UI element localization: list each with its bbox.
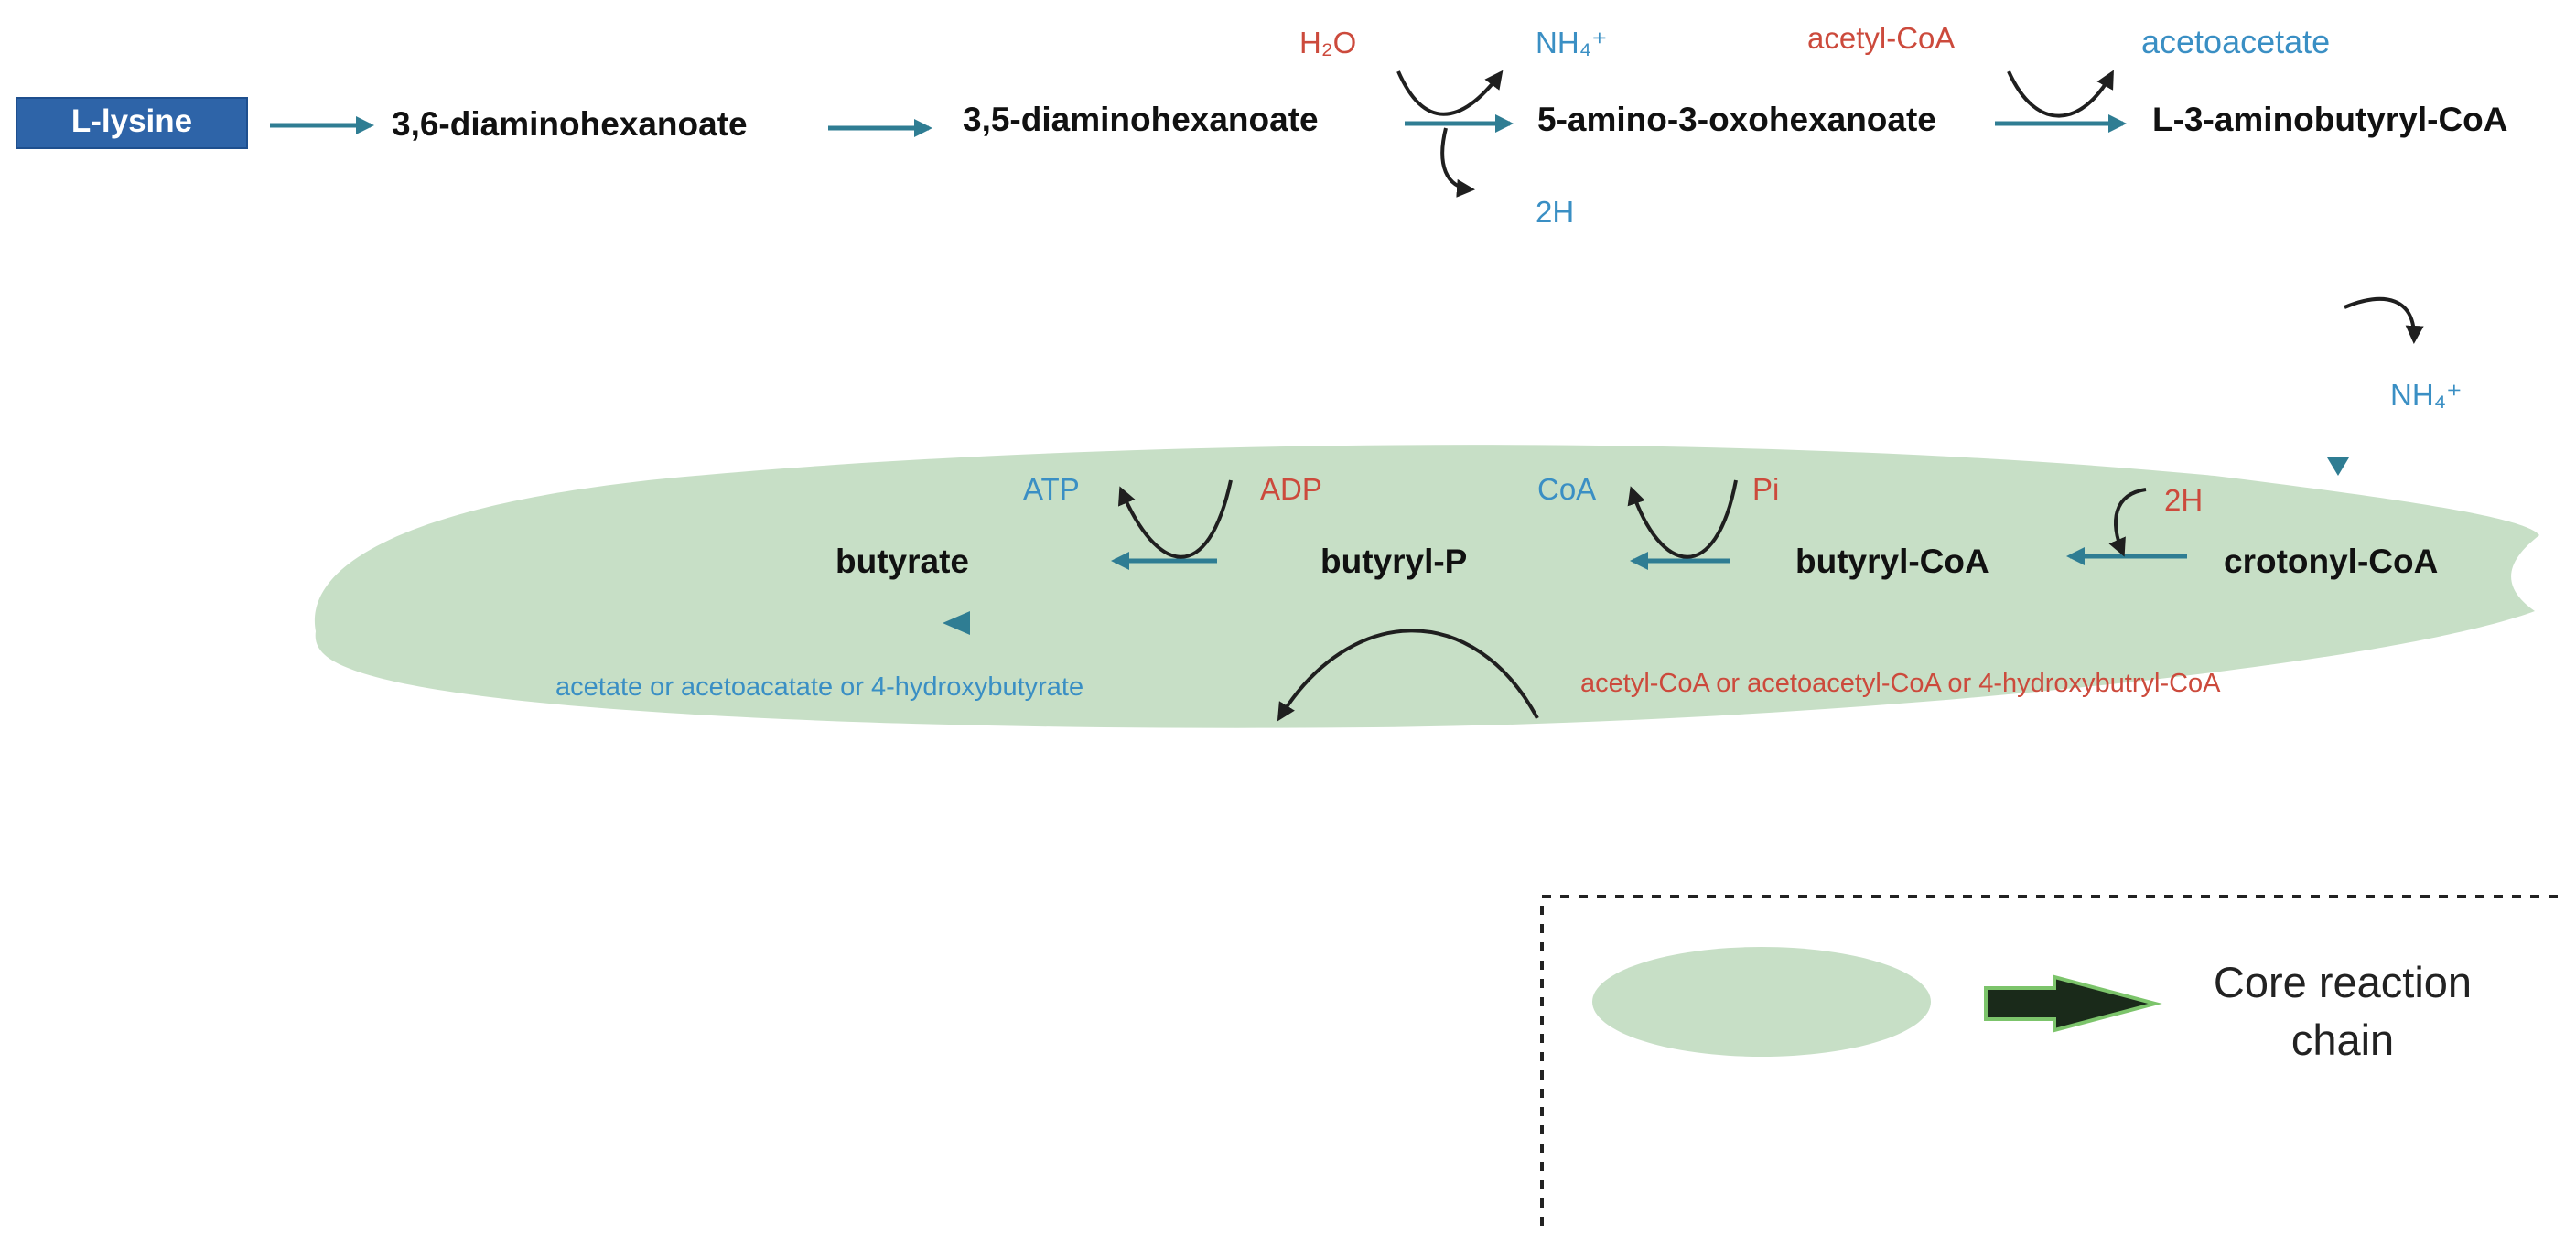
- transfer-donor-label: acetyl-CoA or acetoacetyl-CoA or 4-hydro…: [1580, 669, 2221, 698]
- compound-butyryl-coa: butyryl-CoA: [1795, 543, 1989, 580]
- legend-border: [1540, 895, 2562, 1226]
- legend-label-line2: chain: [2291, 1016, 2394, 1064]
- lysine-box: [16, 97, 248, 149]
- compound-3-5-diaminohexanoate: 3,5-diaminohexanoate: [963, 101, 1319, 138]
- curve-2h-core: [2108, 488, 2147, 557]
- cofactor-nh4-top: NH₄⁺: [1536, 26, 1608, 59]
- cofactor-acetyl-coa-top: acetyl-CoA: [1807, 21, 1955, 55]
- compound-butyryl-p: butyryl-P: [1320, 543, 1467, 580]
- arrow-head-transfer: [943, 611, 970, 635]
- curve-h2o-nh4: [1396, 70, 1504, 116]
- cofactor-h2o: H₂O: [1299, 26, 1356, 59]
- cofactor-2h-top: 2H: [1536, 195, 1574, 229]
- arrow-head-down: [2327, 457, 2349, 476]
- curve-nh4-release: [2344, 296, 2424, 344]
- cofactor-acetoacetate: acetoacetate: [2141, 23, 2330, 60]
- cofactor-pi: Pi: [1752, 472, 1779, 506]
- core-reaction-region: [314, 445, 2540, 728]
- lysine-label: L-lysine: [71, 103, 192, 139]
- curve-coa-transfer: [1277, 629, 1539, 722]
- legend-arrow: [1984, 974, 2162, 1033]
- cofactor-atp: ATP: [1023, 472, 1080, 506]
- transfer-product-label: acetate or acetoacatate or 4-hydroxybuty…: [555, 672, 1083, 702]
- legend-label-line1: Core reaction: [2214, 958, 2472, 1006]
- curve-adp-atp: [1118, 479, 1233, 559]
- compound-3-6-diaminohexanoate: 3,6-diaminohexanoate: [392, 105, 748, 143]
- cofactor-coa: CoA: [1537, 472, 1596, 506]
- cofactor-nh4-side: NH₄⁺: [2390, 378, 2463, 412]
- cofactor-adp: ADP: [1260, 472, 1322, 506]
- curve-pi-coa: [1627, 479, 1738, 559]
- legend-swatch-core: [1592, 947, 1931, 1057]
- compound-5-amino-3-oxohexanoate: 5-amino-3-oxohexanoate: [1537, 101, 1936, 138]
- curve-2h: [1440, 127, 1475, 198]
- curve-acetylcoa-acetoacetate: [2007, 70, 2114, 118]
- compound-crotonyl-coa: crotonyl-CoA: [2224, 543, 2438, 580]
- compound-l-3-aminobutyryl-coa: L-3-aminobutyryl-CoA: [2152, 101, 2508, 138]
- compound-butyrate: butyrate: [835, 543, 969, 580]
- cofactor-2h-core: 2H: [2164, 483, 2203, 517]
